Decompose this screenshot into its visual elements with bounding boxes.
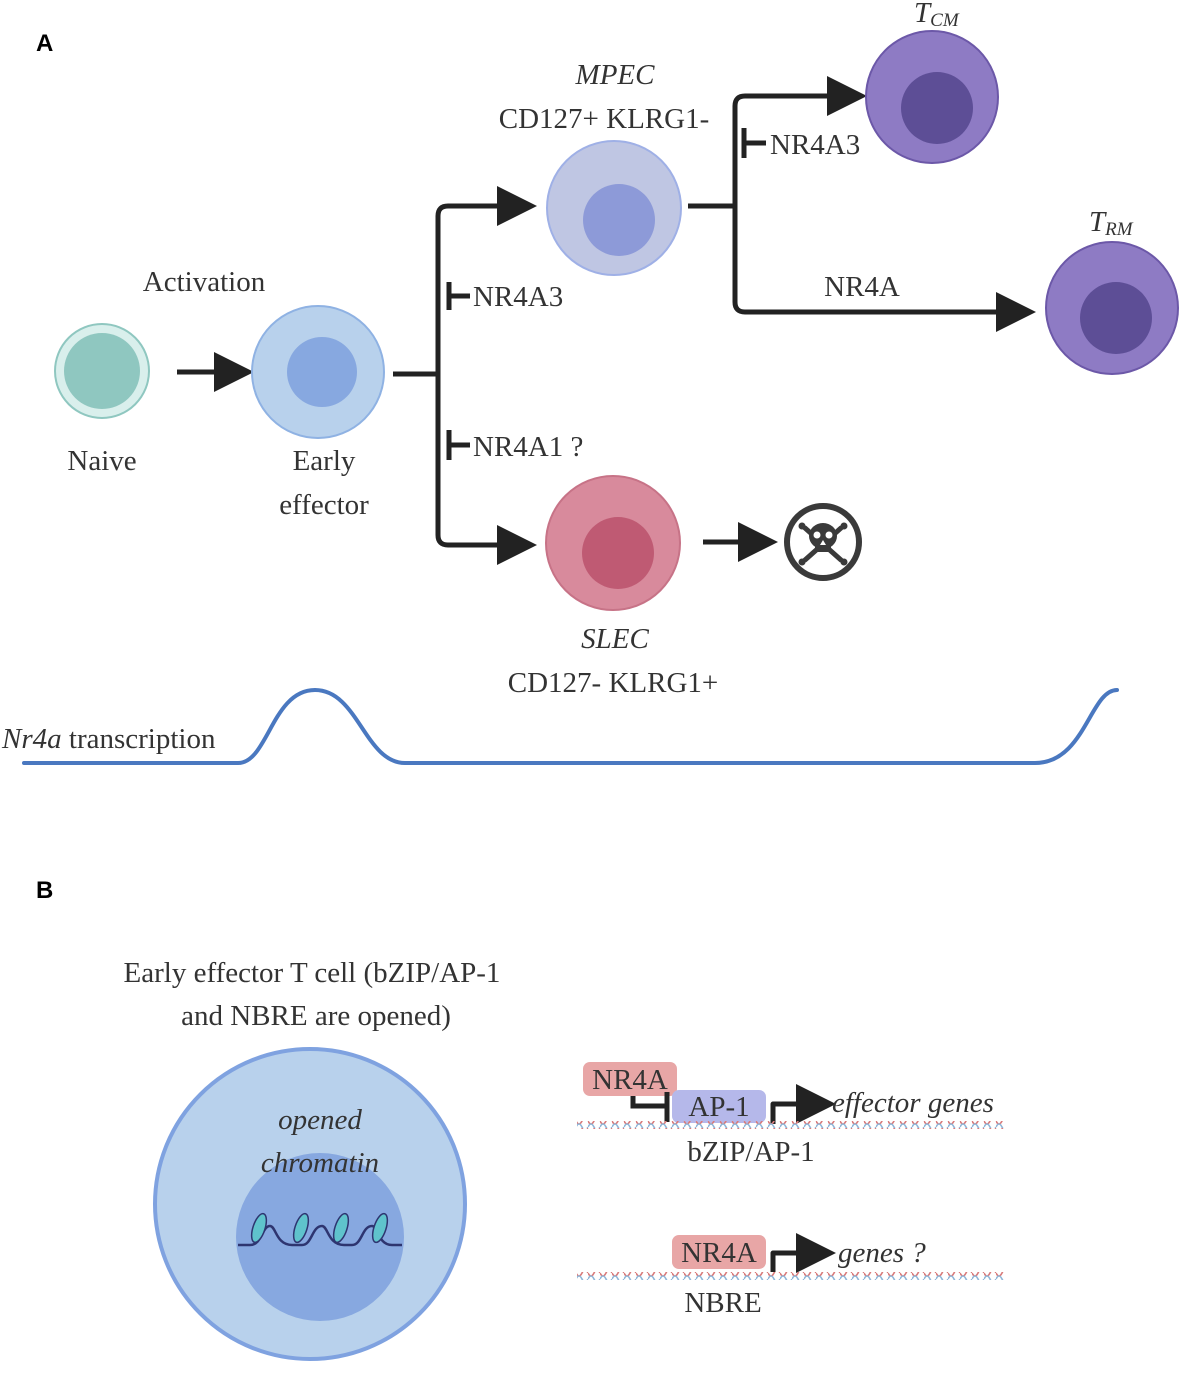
early-effector-label-line1: Early [293, 445, 356, 477]
mpec-title: MPEC [575, 59, 656, 91]
slec-cell [545, 475, 681, 611]
row1-transcription-arrow [770, 1084, 836, 1124]
row2-nr4a-label: NR4A [681, 1237, 757, 1269]
early-effector-t-cell-large [153, 1047, 467, 1361]
trm-cell [1045, 241, 1179, 375]
row2-site-label: NBRE [684, 1287, 761, 1319]
row1-effector-genes: effector genes [832, 1087, 994, 1119]
cell-title-line1: Early effector T cell (bZIP/AP-1 [124, 957, 501, 989]
inhibition-slec-mark [446, 430, 470, 460]
row2-dna-strand [577, 1272, 1005, 1280]
inhibition-mpec-label: NR4A3 [473, 281, 563, 313]
trm-promote-label: NR4A [824, 271, 900, 303]
naive-label: Naive [67, 445, 136, 477]
tcm-label-sub: CM [930, 10, 960, 31]
row2-transcription-arrow [770, 1233, 836, 1273]
branch-to-mpec-arrow [435, 186, 537, 374]
naive-cell [54, 323, 150, 419]
slec-title: SLEC [581, 623, 649, 655]
nr4a-gene-name: Nr4a [1, 723, 62, 755]
row1-ap1-box [672, 1090, 766, 1123]
skull-crossbones-icon [784, 503, 862, 581]
inhibition-slec-label: NR4A1 ? [473, 431, 583, 463]
chromatin-label-line1: opened [278, 1104, 362, 1136]
early-effector-cell [251, 305, 385, 439]
row1-nr4a-box [583, 1062, 677, 1096]
row1-dna-strand [577, 1121, 1005, 1129]
inhibition-tcm-label: NR4A3 [770, 129, 860, 161]
row1-ap1-label: AP-1 [688, 1091, 749, 1123]
row1-inhibition-mark [630, 1092, 670, 1122]
nucleosome-chromatin-icon [238, 1212, 402, 1247]
branch-to-slec-arrow [435, 374, 537, 565]
mpec-to-trm-arrow [732, 206, 1036, 332]
inhibition-tcm-mark [741, 128, 766, 158]
mpec-cell [546, 140, 682, 276]
panel-a-label: A [36, 30, 53, 57]
early-effector-label-line2: effector [279, 489, 369, 521]
activation-label: Activation [143, 266, 266, 298]
trm-label: TRM [1089, 206, 1134, 240]
chromatin-label-line2: chromatin [261, 1147, 379, 1179]
mpec-to-tcm-arrow [732, 76, 867, 206]
nr4a-transcription-label: Nr4a transcription [1, 723, 216, 755]
trm-label-main: T [1089, 206, 1107, 238]
tcm-label-main: T [914, 0, 932, 29]
row1-site-label: bZIP/AP-1 [687, 1136, 814, 1168]
row2-genes: genes ? [838, 1237, 926, 1269]
row1-nr4a-label: NR4A [592, 1064, 668, 1096]
slec-markers: CD127- KLRG1+ [508, 667, 719, 699]
panel-b-label: B [36, 877, 53, 904]
tcm-cell [865, 30, 999, 164]
inhibition-mpec-mark [446, 282, 470, 310]
row2-nr4a-box [672, 1235, 766, 1269]
transcription-word: transcription [62, 723, 216, 755]
mpec-markers: CD127+ KLRG1- [499, 103, 710, 135]
cell-title-line2: and NBRE are opened) [181, 1000, 451, 1032]
nr4a-transcription-curve [22, 687, 1119, 765]
tcm-label: TCM [914, 0, 960, 31]
trm-label-sub: RM [1104, 219, 1134, 240]
